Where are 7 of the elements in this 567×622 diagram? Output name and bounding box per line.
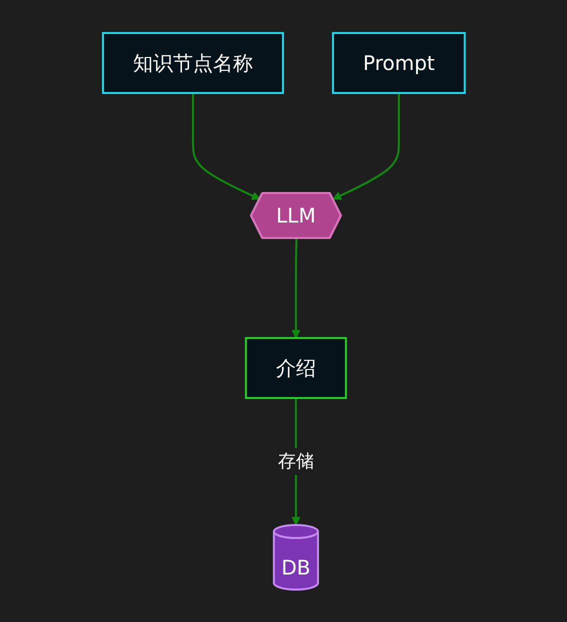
arrow xyxy=(332,92,400,200)
arrow xyxy=(291,238,300,338)
node-box: 知识节点名称 xyxy=(102,32,284,94)
node-box: Prompt xyxy=(332,32,466,94)
node-box: 介绍 xyxy=(244,336,347,399)
arrow xyxy=(192,92,260,200)
edge-label: 存储 xyxy=(278,450,314,472)
